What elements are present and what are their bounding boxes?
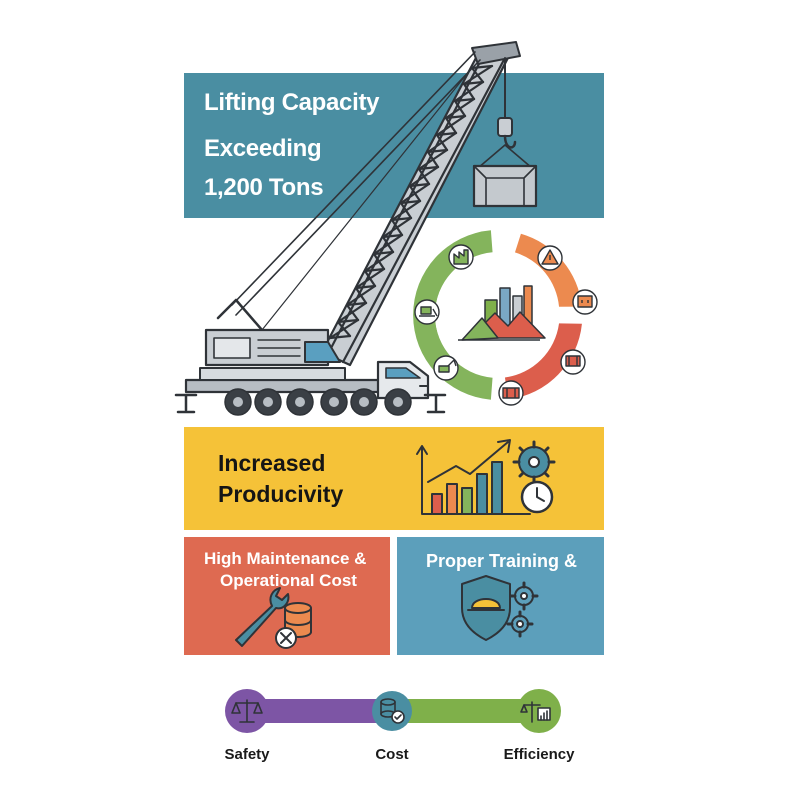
shield-helmet-gears-icon (461, 575, 539, 641)
productivity-line-2: Producivity (218, 481, 344, 507)
warning-icon (537, 245, 563, 271)
maintenance-line-2: Operational Cost (220, 571, 357, 590)
timeline-label-efficiency: Efficiency (503, 746, 575, 763)
banner-line-1: Lifting Capacity (204, 89, 380, 116)
training-label: Proper Training & (426, 551, 578, 571)
cycle-segment-green (413, 230, 493, 400)
factory-icon (448, 244, 474, 270)
environmental-cycle-ring (413, 230, 598, 406)
building-icon (572, 289, 598, 315)
bulldozer-icon (414, 299, 440, 325)
timeline-label-safety: Safety (224, 746, 270, 763)
growth-chart-gear-clock-icon (416, 439, 556, 515)
cycle-segment-red (504, 323, 582, 400)
barrier-icon (560, 349, 586, 375)
banner-line-2: Exceeding (204, 135, 322, 162)
maintenance-line-1: High Maintenance & (204, 549, 367, 568)
wrench-coins-icon (235, 587, 312, 649)
productivity-line-1: Increased (218, 450, 326, 476)
mobile-crane-illustration (174, 41, 538, 416)
excavator-icon (433, 355, 459, 381)
coins-check-icon (380, 698, 405, 724)
machinery-icon (498, 380, 524, 406)
banner-line-3: 1,200 Tons (204, 174, 324, 201)
scales-icon (231, 699, 263, 723)
timeline-label-cost: Cost (375, 746, 409, 763)
scales-chart-icon (520, 701, 551, 723)
city-mountain-icon (458, 285, 546, 341)
priority-timeline (225, 689, 561, 733)
